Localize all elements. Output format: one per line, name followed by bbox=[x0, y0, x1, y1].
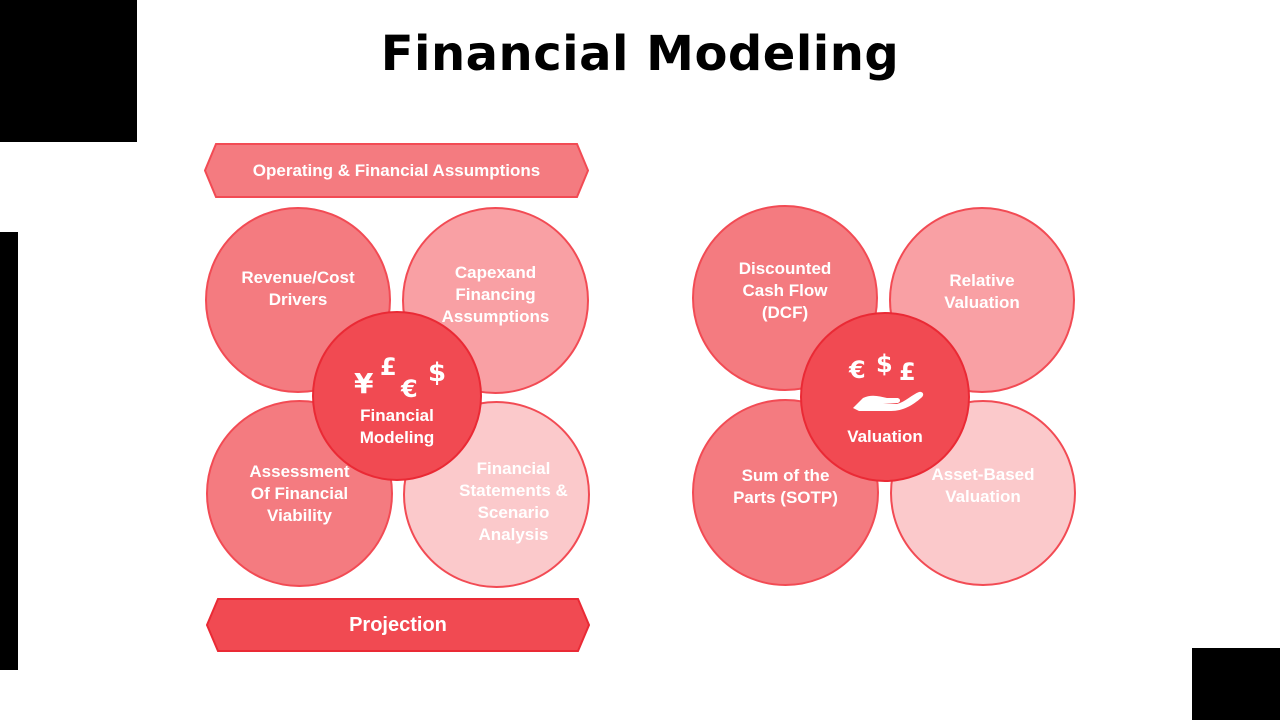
circle-label: Financial Statements & Scenario Analysis bbox=[459, 458, 568, 544]
yen-symbol: ¥ bbox=[354, 367, 374, 400]
circle-label: Capexand Financing Assumptions bbox=[441, 262, 550, 326]
page-title: Financial Modeling bbox=[380, 26, 900, 82]
circle-label: Revenue/Cost Drivers bbox=[241, 268, 355, 309]
side-bar-left bbox=[0, 232, 18, 670]
euro-symbol: € bbox=[848, 356, 866, 384]
circle-capex-financing: Capexand Financing Assumptions bbox=[402, 207, 589, 394]
currency-symbols-icon: ¥ £ € $ bbox=[354, 353, 446, 403]
bottom-banner-label: Projection bbox=[349, 613, 447, 636]
circle-label: Assessment Of Financial Viability bbox=[249, 461, 350, 525]
circle-label: Relative Valuation bbox=[944, 271, 1020, 312]
center-label: Valuation bbox=[847, 427, 923, 446]
pound-symbol: £ bbox=[899, 358, 916, 386]
circle-label: Discounted Cash Flow (DCF) bbox=[738, 259, 832, 322]
dollar-symbol: $ bbox=[428, 358, 446, 388]
circle-label: Sum of the Parts (SOTP) bbox=[733, 465, 838, 507]
center-label: Financial Modeling bbox=[359, 406, 435, 447]
circle-asset-based: Asset-Based Valuation bbox=[890, 400, 1076, 586]
corner-block-top-left bbox=[0, 0, 137, 142]
bottom-banner: Projection bbox=[206, 598, 590, 652]
hand-with-currency-icon: € $ £ bbox=[848, 350, 924, 411]
hand-shape bbox=[853, 391, 924, 411]
circle-label: Asset-Based Valuation bbox=[931, 465, 1035, 506]
euro-symbol: € bbox=[400, 375, 418, 403]
top-banner: Operating & Financial Assumptions bbox=[204, 143, 589, 198]
pound-symbol: £ bbox=[380, 353, 397, 381]
corner-block-bottom-right bbox=[1192, 648, 1280, 720]
center-financial-modeling: ¥ £ € $ Financial Modeling bbox=[312, 311, 482, 481]
dollar-symbol: $ bbox=[876, 350, 893, 378]
top-banner-label: Operating & Financial Assumptions bbox=[252, 160, 541, 180]
center-valuation: € $ £ Valuation bbox=[800, 312, 970, 482]
